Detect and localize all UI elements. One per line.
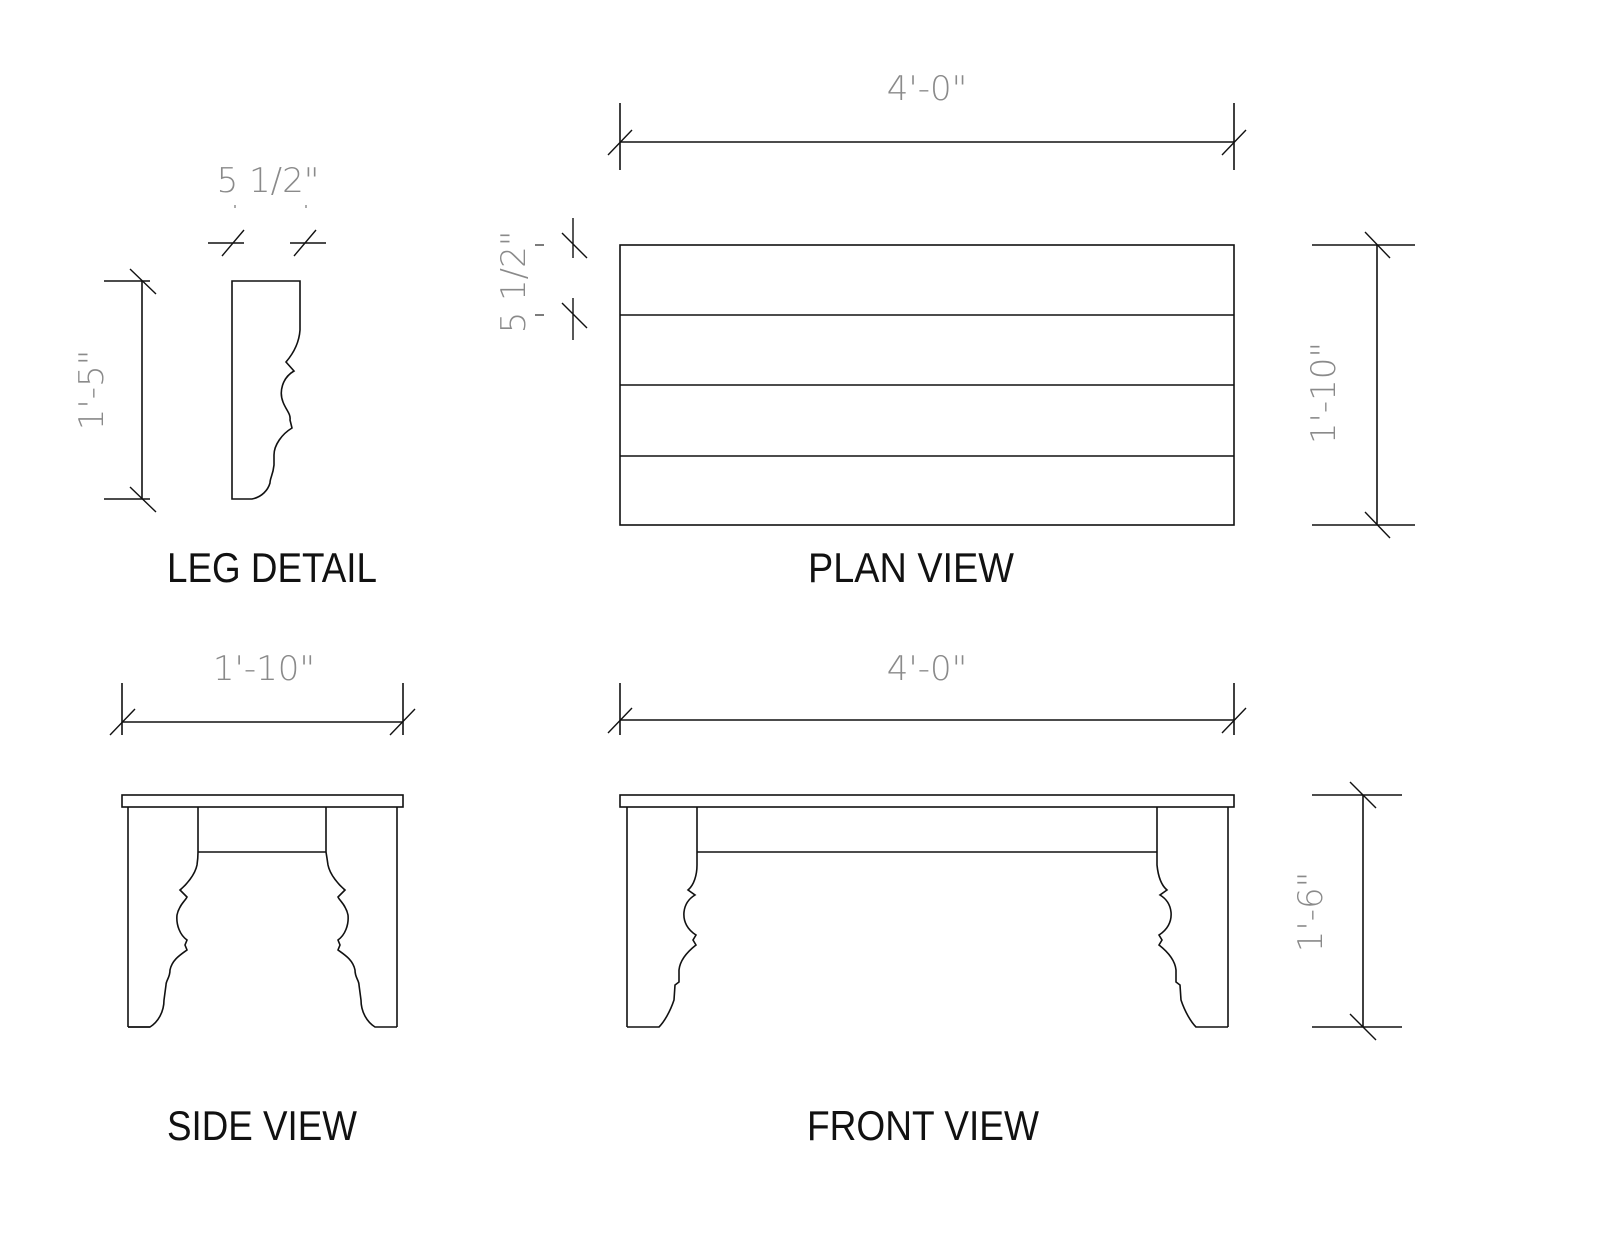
front-view: 4'-0" 1'-6" FRONT VIEW [607,649,1402,1149]
leg-height-label: 1'-5" [72,350,112,431]
front-height-label: 1'-6" [1291,872,1331,953]
front-view-title: FRONT VIEW [807,1102,1039,1149]
front-left-leg-profile [627,807,698,1028]
side-right-leg-profile [325,807,397,1028]
leg-profile-outline [231,280,301,500]
side-left-leg-profile [128,807,199,1028]
front-length-label: 4'-0" [887,649,968,689]
plan-board-width-label: 5 1/2" [494,231,534,334]
plan-depth-dimension: 1'-10" [1304,231,1415,539]
plan-view: 4'-0" 5 1/2" 1'-10" PLAN VIEW [494,69,1415,591]
plan-length-dimension: 4'-0" [607,69,1247,170]
plan-depth-label: 1'-10" [1304,342,1344,444]
plan-board-width-dimension: 5 1/2" [494,218,588,340]
side-view: 1'-10" SIDE VIEW [109,649,416,1149]
side-view-title: SIDE VIEW [167,1102,357,1149]
leg-width-label: 5 1/2" [217,161,320,201]
side-seat-top [121,794,404,808]
front-height-dimension: 1'-6" [1291,781,1402,1041]
front-right-leg-profile [1156,807,1228,1028]
front-length-dimension: 4'-0" [607,649,1247,735]
leg-width-dimension: 5 1/2" [208,161,326,257]
side-width-dimension: 1'-10" [109,649,416,736]
front-seat-top [619,794,1235,808]
plan-view-title: PLAN VIEW [808,544,1014,591]
leg-detail-view: 5 1/2" 1'-5" LEG DETAIL [72,161,377,591]
leg-detail-title: LEG DETAIL [167,544,377,591]
side-width-label: 1'-10" [213,649,315,689]
plan-length-label: 4'-0" [887,69,968,109]
leg-height-dimension: 1'-5" [72,268,157,513]
